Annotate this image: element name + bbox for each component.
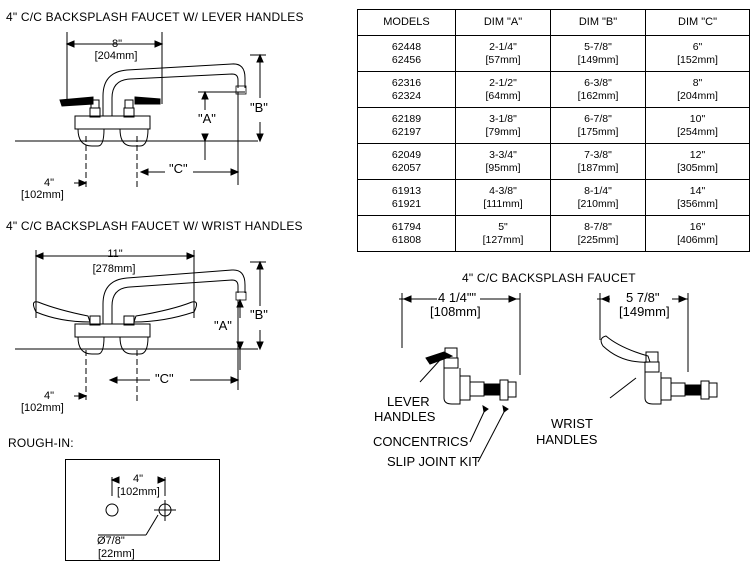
header-models: MODELS bbox=[357, 9, 456, 36]
lever-side-view bbox=[399, 293, 521, 463]
lever-dim-b-label: "B" bbox=[250, 100, 268, 115]
dim-b-cell: 5-7/8"[149mm] bbox=[550, 35, 646, 72]
dim-b-cell: 8-1/4"[210mm] bbox=[550, 179, 646, 216]
table-header-row: MODELS DIM "A" DIM "B" DIM "C" bbox=[357, 9, 750, 36]
rough-in-box bbox=[65, 459, 220, 561]
dim-a-cell: 2-1/4"[57mm] bbox=[455, 35, 551, 72]
lever-dim-a-label: "A" bbox=[198, 111, 216, 126]
lever-faucet-title: 4" C/C BACKSPLASH FAUCET W/ LEVER HANDLE… bbox=[6, 10, 304, 24]
lever-side-dim-inches: 4 1/4"" bbox=[438, 290, 477, 305]
wrist-side-view bbox=[597, 293, 718, 405]
wrist-faucet-title: 4" C/C BACKSPLASH FAUCET W/ WRIST HANDLE… bbox=[6, 219, 303, 233]
wrist-dim-a-label: "A" bbox=[214, 318, 232, 333]
dim-a-cell: 3-3/4"[95mm] bbox=[455, 143, 551, 180]
dim-a-cell: 5"[127mm] bbox=[455, 215, 551, 252]
dim-c-cell: 14"[356mm] bbox=[645, 179, 750, 216]
dim-b-cell: 6-7/8"[175mm] bbox=[550, 107, 646, 144]
dim-b-cell: 6-3/8"[162mm] bbox=[550, 71, 646, 108]
dim-c-cell: 10"[254mm] bbox=[645, 107, 750, 144]
lever-dim-c-label: "C" bbox=[169, 161, 188, 176]
dim-a-cell: 4-3/8"[111mm] bbox=[455, 179, 551, 216]
rough-in-cc-inches: 4" bbox=[133, 473, 144, 485]
dim-a-cell: 3-1/8"[79mm] bbox=[455, 107, 551, 144]
lever-handles-label-line2: HANDLES bbox=[374, 409, 436, 424]
rough-in-diagram bbox=[98, 476, 176, 536]
dim-b-cell: 7-3/8"[187mm] bbox=[550, 143, 646, 180]
dim-c-cell: 8"[204mm] bbox=[645, 71, 750, 108]
rough-in-hole-mm: [22mm] bbox=[98, 548, 135, 560]
header-dim-a: DIM "A" bbox=[455, 9, 551, 36]
lever-width-inches: 8" bbox=[111, 38, 123, 50]
wrist-cc-inches: 4" bbox=[44, 390, 55, 402]
lever-side-dim-mm: [108mm] bbox=[430, 304, 481, 319]
rough-in-cc-mm: [102mm] bbox=[117, 486, 160, 498]
wrist-handles-label-line1: WRIST bbox=[551, 416, 593, 431]
dim-c-cell: 6"[152mm] bbox=[645, 35, 750, 72]
wrist-faucet-front-view bbox=[15, 250, 266, 402]
dim-c-cell: 12"[305mm] bbox=[645, 143, 750, 180]
wrist-width-mm: [278mm] bbox=[92, 263, 136, 275]
wrist-dim-c-label: "C" bbox=[155, 371, 174, 386]
wrist-side-dim-mm: [149mm] bbox=[619, 304, 670, 319]
rough-in-hole-inches: Ø7/8" bbox=[97, 535, 125, 547]
wrist-dim-b-label: "B" bbox=[250, 307, 268, 322]
wrist-side-dim-inches: 5 7/8" bbox=[626, 290, 660, 305]
lever-width-mm: [204mm] bbox=[94, 50, 138, 62]
wrist-handles-label-line2: HANDLES bbox=[536, 432, 598, 447]
concentrics-label: CONCENTRICS bbox=[373, 434, 469, 449]
dim-b-cell: 8-7/8"[225mm] bbox=[550, 215, 646, 252]
wrist-cc-mm: [102mm] bbox=[21, 402, 64, 414]
header-dim-b: DIM "B" bbox=[550, 9, 646, 36]
rough-in-title: ROUGH-IN: bbox=[8, 436, 74, 450]
lever-cc-mm: [102mm] bbox=[21, 189, 64, 201]
header-dim-c: DIM "C" bbox=[645, 9, 750, 36]
side-view-title: 4" C/C BACKSPLASH FAUCET bbox=[462, 271, 636, 285]
dim-c-cell: 16"[406mm] bbox=[645, 215, 750, 252]
slip-joint-kit-label: SLIP JOINT KIT bbox=[387, 454, 480, 469]
lever-faucet-front-view bbox=[15, 32, 266, 190]
lever-handles-label-line1: LEVER bbox=[387, 394, 430, 409]
dim-a-cell: 2-1/2"[64mm] bbox=[455, 71, 551, 108]
lever-cc-inches: 4" bbox=[44, 177, 55, 189]
wrist-width-inches: 11" bbox=[107, 248, 123, 260]
